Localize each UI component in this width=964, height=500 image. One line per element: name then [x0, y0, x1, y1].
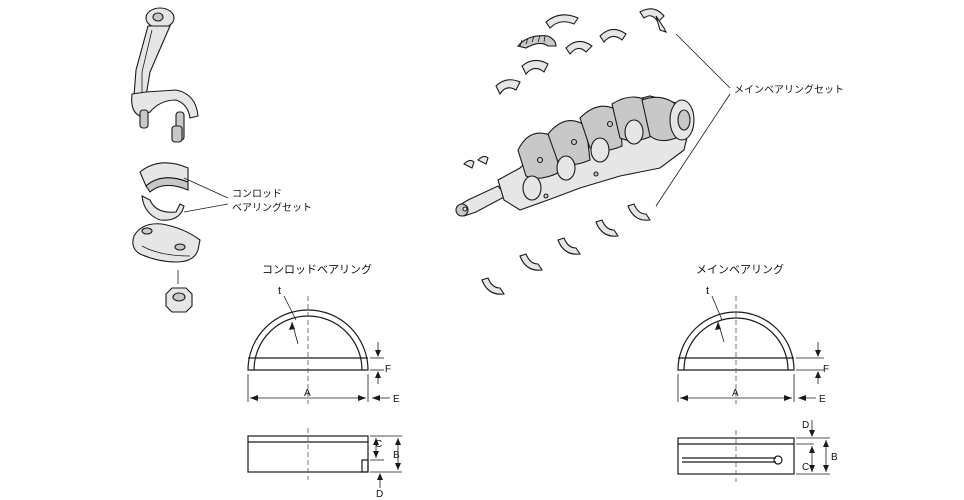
main-bearing-side-view — [677, 430, 795, 482]
dim-a-conrod: A — [304, 388, 311, 399]
conrod-bearing-front-view — [247, 296, 369, 404]
dim-t-main: t — [706, 285, 709, 297]
conrod-bearing-set-label-line2: ベアリングセット — [232, 201, 312, 214]
conrod-bearing-side-view — [247, 428, 369, 480]
connecting-rod-icon — [131, 7, 199, 143]
dim-b-main: B — [831, 452, 838, 463]
dim-t-conrod: t — [278, 285, 281, 297]
bearing-shell-icon — [139, 162, 189, 193]
dim-f-main: F — [823, 364, 829, 375]
conrod-bearing-set-label-line1: コンロッド — [232, 189, 282, 200]
conrod-bearing-title: コンロッドベアリング — [262, 262, 372, 276]
crankshaft-icon — [455, 95, 695, 217]
dim-d-conrod: D — [376, 489, 383, 500]
dim-c-conrod: C — [375, 439, 382, 450]
main-bearing-front-view — [677, 296, 795, 404]
nut-icon — [165, 287, 193, 313]
main-bearing-set-label: メインベアリングセット — [734, 83, 844, 96]
connecting-rod-cap-icon — [132, 223, 201, 263]
dim-f-conrod: F — [385, 364, 391, 375]
dim-c-main: C — [802, 462, 809, 473]
main-bearing-title: メインベアリング — [696, 262, 784, 276]
dim-a-main: A — [732, 388, 739, 399]
dim-d-main: D — [802, 420, 809, 431]
dim-e-conrod: E — [393, 394, 400, 405]
dim-e-main: E — [819, 394, 826, 405]
dim-b-conrod: B — [393, 450, 400, 461]
bearing-shell-icon — [141, 195, 185, 221]
main-bearing-shells-lower — [481, 203, 651, 295]
main-bearing-shells-upper — [495, 8, 668, 96]
